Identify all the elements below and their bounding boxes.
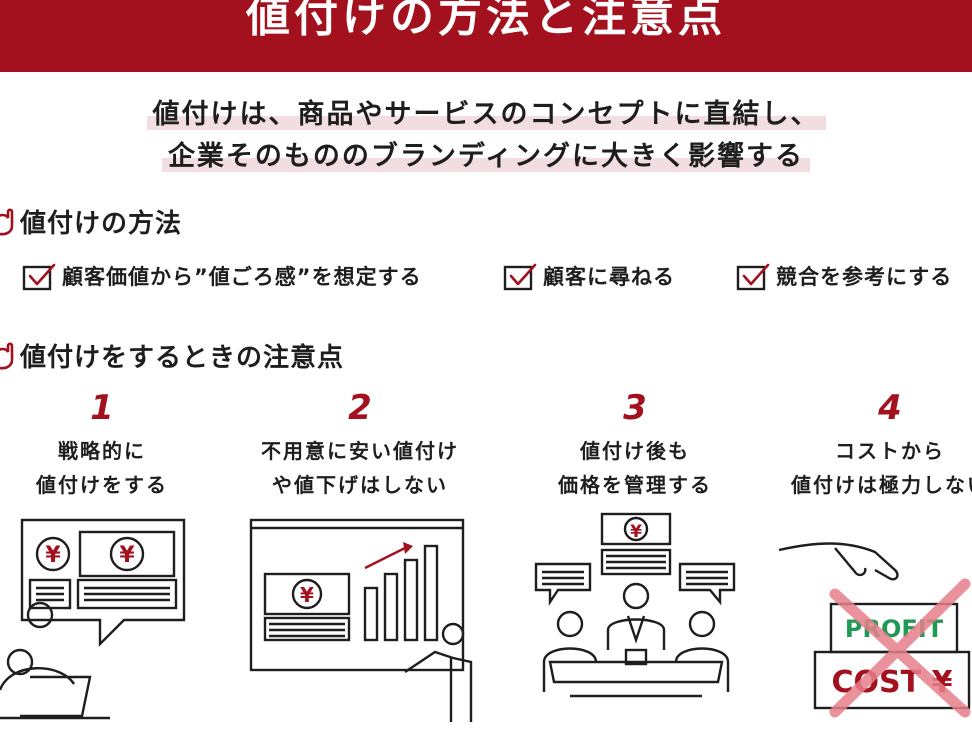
methods-section-heading: 値付けの方法 bbox=[0, 204, 183, 239]
page-title: 値付けの方法と注意点 bbox=[246, 0, 726, 42]
tip-number: 1 bbox=[90, 388, 114, 428]
cross-mark-icon bbox=[829, 578, 971, 718]
tips-section-title: 値付けをするときの注意点 bbox=[20, 342, 345, 373]
method-item-competitors: 競合を参考にする bbox=[736, 261, 952, 291]
yen-symbol: ¥ bbox=[119, 543, 135, 568]
pointing-hand-icon bbox=[0, 342, 14, 370]
yen-symbol: ¥ bbox=[45, 543, 61, 568]
method-item-label: 顧客に尋ねる bbox=[543, 265, 675, 289]
lead-line-1-text: 値付けは、商品やサービスのコンセプトに直結し、 bbox=[146, 99, 826, 130]
yen-symbol: ¥ bbox=[630, 522, 642, 542]
lead-line-1: 値付けは、商品やサービスのコンセプトに直結し、 bbox=[0, 92, 972, 131]
header-banner: 値付けの方法と注意点 bbox=[0, 0, 972, 72]
illustration-price-management: ¥ bbox=[530, 512, 740, 729]
illustration-strategic-pricing: ¥ ¥ bbox=[0, 512, 200, 729]
tip-item-4: 4 コストから 値付けは極力しない bbox=[770, 388, 972, 502]
tip-number: 4 bbox=[878, 388, 902, 428]
lead-line-2-text: 企業そのもののブランディングに大きく影響する bbox=[161, 141, 811, 172]
tip-number: 2 bbox=[348, 388, 372, 428]
checkbox-checked-icon bbox=[22, 263, 56, 291]
illustration-no-discount: ¥ bbox=[245, 512, 475, 729]
tips-section-heading: 値付けをするときの注意点 bbox=[0, 338, 345, 373]
method-item-ask-customer: 顧客に尋ねる bbox=[503, 261, 675, 291]
pointing-hand-icon bbox=[0, 208, 14, 236]
checkbox-checked-icon bbox=[736, 263, 770, 291]
yen-symbol: ¥ bbox=[300, 583, 314, 607]
checkbox-checked-icon bbox=[503, 263, 537, 291]
screen-with-bills-icon: ¥ ¥ bbox=[0, 518, 186, 720]
meeting-icon: ¥ bbox=[534, 512, 736, 698]
tip-text: 戦略的に 値付けをする bbox=[36, 439, 168, 497]
method-item-label: 競合を参考にする bbox=[776, 265, 953, 289]
tip-text: コストから 値付けは極力しない bbox=[791, 439, 972, 497]
illustration-avoid-cost-pricing: PROFIT COST ¥ bbox=[775, 512, 972, 729]
tip-item-3: 3 値付け後も 価格を管理する bbox=[515, 388, 755, 502]
method-item-customer-value: 顧客価値から”値ごろ感”を想定する bbox=[22, 261, 422, 291]
method-item-label: 顧客価値から”値ごろ感”を想定する bbox=[62, 265, 422, 289]
tip-item-1: 1 戦略的に 値付けをする bbox=[0, 388, 222, 502]
lead-line-2: 企業そのもののブランディングに大きく影響する bbox=[0, 134, 972, 173]
methods-section-title: 値付けの方法 bbox=[20, 208, 183, 239]
tip-text: 不用意に安い値付け や値下げはしない bbox=[261, 439, 459, 497]
whiteboard-chart-icon: ¥ bbox=[249, 518, 473, 722]
profit-cost-blocks-icon: PROFIT COST ¥ bbox=[778, 542, 971, 718]
tip-item-2: 2 不用意に安い値付け や値下げはしない bbox=[240, 388, 480, 502]
tip-number: 3 bbox=[623, 388, 647, 428]
tip-text: 値付け後も 価格を管理する bbox=[558, 439, 712, 497]
methods-list: 顧客価値から”値ごろ感”を想定する 顧客に尋ねる 競合を参考にする bbox=[0, 261, 972, 291]
